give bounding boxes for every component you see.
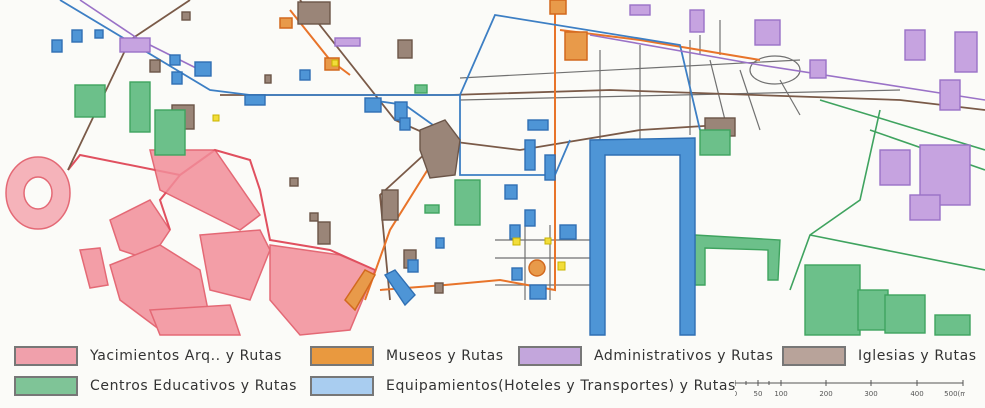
legend-item-iglesias: Iglesias y Rutas bbox=[782, 346, 977, 366]
legend-swatch-arqueologicos bbox=[14, 346, 78, 366]
legend-label-arqueologicos: Yacimientos Arq.. y Rutas bbox=[90, 348, 282, 364]
scale-tick-100: 100 bbox=[774, 390, 787, 398]
legend-item-educativos: Centros Educativos y Rutas bbox=[14, 376, 297, 396]
legend-label-iglesias: Iglesias y Rutas bbox=[858, 348, 977, 364]
legend-label-museos: Museos y Rutas bbox=[386, 348, 504, 364]
iglesias-buildings bbox=[149, 1, 736, 294]
scale-tick-0: 0 bbox=[735, 390, 737, 398]
arqueologicos-areas bbox=[5, 149, 376, 336]
scale-bar: 0 50 100 200 300 400 500(m) bbox=[735, 380, 965, 398]
educativos-buildings bbox=[74, 81, 971, 336]
city-map bbox=[5, 0, 985, 336]
legend-item-arqueologicos: Yacimientos Arq.. y Rutas bbox=[14, 346, 282, 366]
legend-item-museos: Museos y Rutas bbox=[310, 346, 504, 366]
legend-swatch-equipamientos bbox=[310, 376, 374, 396]
legend-swatch-iglesias bbox=[782, 346, 846, 366]
scale-tick-200: 200 bbox=[819, 390, 832, 398]
map-legend: Yacimientos Arq.. y Rutas Museos y Rutas… bbox=[0, 338, 985, 408]
scale-tick-300: 300 bbox=[864, 390, 877, 398]
legend-swatch-museos bbox=[310, 346, 374, 366]
legend-label-educativos: Centros Educativos y Rutas bbox=[90, 378, 298, 394]
scale-tick-50: 50 bbox=[754, 390, 763, 398]
legend-item-administrativos: Administrativos y Rutas bbox=[518, 346, 773, 366]
legend-item-equipamientos: Equipamientos(Hoteles y Transportes) y R… bbox=[310, 376, 736, 396]
scale-tick-500: 500(m) bbox=[944, 390, 965, 398]
equipamientos-buildings bbox=[51, 29, 696, 336]
legend-swatch-administrativos bbox=[518, 346, 582, 366]
legend-swatch-educativos bbox=[14, 376, 78, 396]
administrativos-buildings bbox=[119, 4, 978, 221]
legend-label-equipamientos: Equipamientos(Hoteles y Transportes) y R… bbox=[386, 378, 736, 394]
legend-label-administrativos: Administrativos y Rutas bbox=[594, 348, 774, 364]
yellow-markers bbox=[212, 59, 566, 271]
scale-tick-400: 400 bbox=[910, 390, 923, 398]
